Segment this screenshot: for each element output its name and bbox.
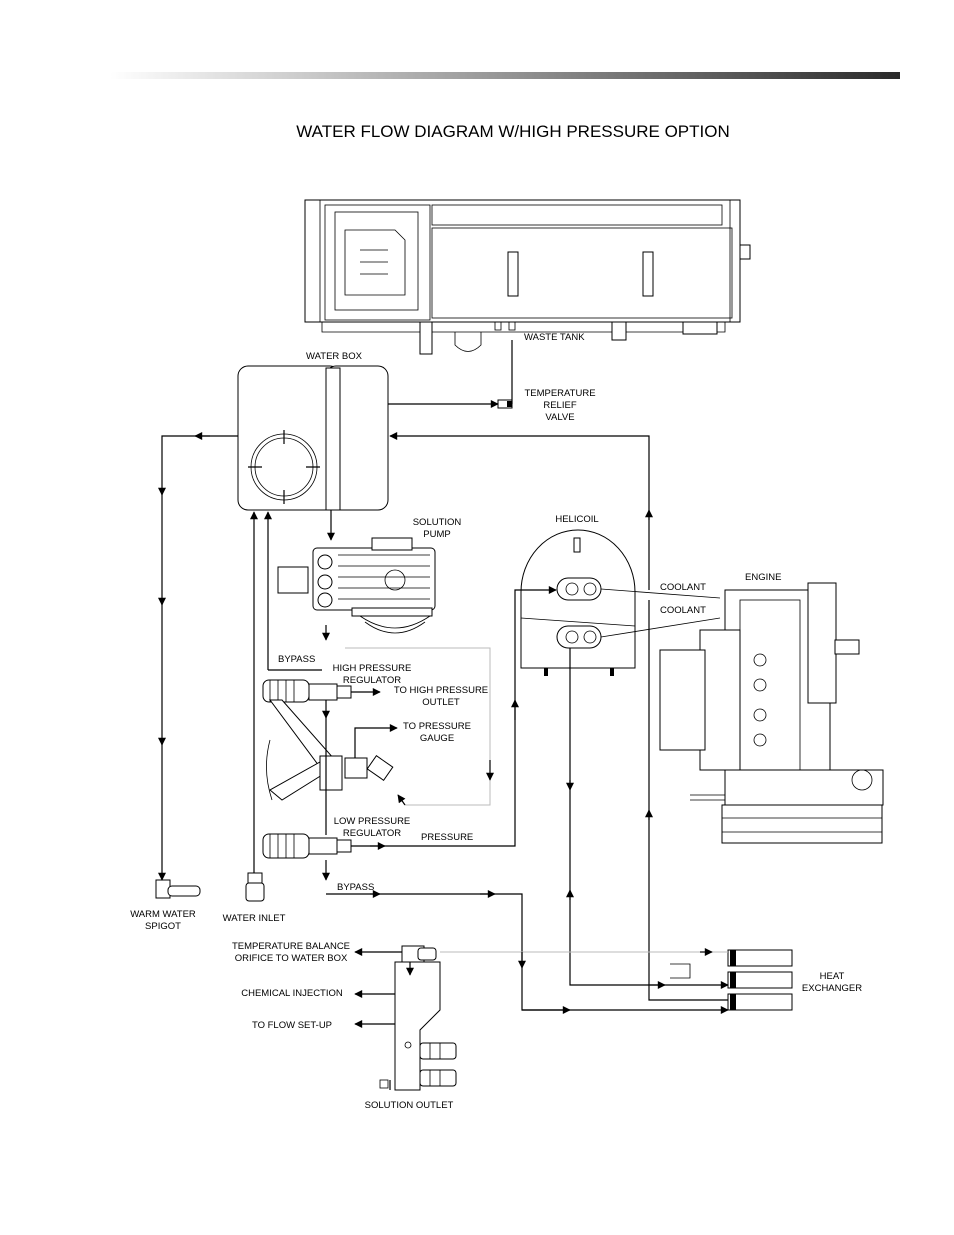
helicoil [520, 529, 636, 676]
heat-exchanger-label-1: HEAT [820, 971, 845, 982]
heat-exchanger [670, 949, 793, 1011]
to-hp-outlet-label-1: TO HIGH PRESSURE [394, 685, 488, 696]
to-gauge-label-2: GAUGE [420, 733, 454, 744]
hpr-label-1: HIGH PRESSURE [333, 663, 412, 674]
to-flow-setup-label: TO FLOW SET-UP [252, 1020, 332, 1031]
temp-balance-label-1: TEMPERATURE BALANCE [232, 941, 350, 952]
temp-relief-label-3: VALVE [545, 412, 574, 423]
lpr-label-1: LOW PRESSURE [334, 816, 411, 827]
coolant-label-2: COOLANT [660, 605, 706, 616]
bypass-top-label: BYPASS [278, 654, 315, 665]
chemical-injection-label: CHEMICAL INJECTION [241, 988, 343, 999]
water-box [237, 365, 389, 511]
bypass-bottom-label: BYPASS [337, 882, 374, 893]
helicoil-label: HELICOIL [555, 514, 598, 525]
water-inlet-label: WATER INLET [223, 913, 286, 924]
warm-spigot-label-2: SPIGOT [145, 921, 181, 932]
high-pressure-regulator [262, 679, 352, 703]
solution-outlet-manifold [379, 945, 457, 1091]
to-hp-outlet-label-2: OUTLET [422, 697, 460, 708]
flow-lines [158, 340, 729, 1090]
diagram-title: WATER FLOW DIAGRAM W/HIGH PRESSURE OPTIO… [296, 122, 730, 141]
pressure-gauge-tee [344, 755, 394, 781]
solution-pump [277, 537, 436, 634]
solution-pump-label-1: SOLUTION [413, 517, 462, 528]
lpr-label-2: REGULATOR [343, 828, 401, 839]
heat-exchanger-label-2: EXCHANGER [802, 983, 862, 994]
low-pressure-regulator [262, 833, 352, 859]
water-box-label: WATER BOX [306, 351, 363, 362]
engine [659, 582, 884, 844]
header-rule [110, 72, 900, 79]
warm-spigot-label-1: WARM WATER [130, 909, 196, 920]
temperature-relief-valve [497, 399, 513, 409]
temp-relief-label-2: RELIEF [543, 400, 576, 411]
engine-label: ENGINE [745, 572, 781, 583]
to-gauge-label-1: TO PRESSURE [403, 721, 471, 732]
temp-relief-label-1: TEMPERATURE [524, 388, 595, 399]
bypass-manifold [266, 699, 343, 801]
solution-pump-label-2: PUMP [423, 529, 450, 540]
solution-outlet-label: SOLUTION OUTLET [365, 1100, 454, 1111]
waste-tank [304, 199, 751, 355]
water-inlet-fitting [245, 872, 265, 902]
temp-balance-label-2: ORIFICE TO WATER BOX [235, 953, 348, 964]
waste-tank-label: WASTE TANK [524, 332, 585, 343]
pressure-label: PRESSURE [421, 832, 473, 843]
warm-water-spigot [155, 879, 201, 899]
coolant-label-1: COOLANT [660, 582, 706, 593]
hpr-label-2: REGULATOR [343, 675, 401, 686]
